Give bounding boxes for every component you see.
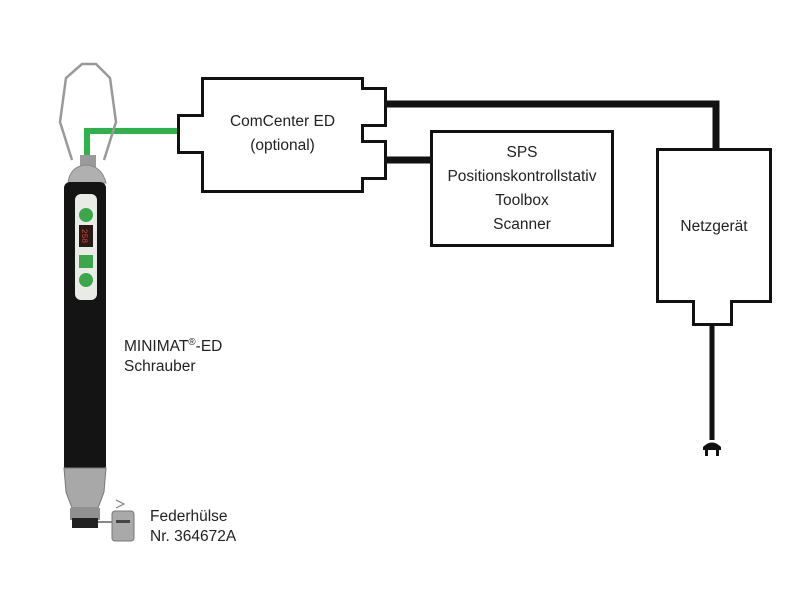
comcenter-box <box>201 77 364 193</box>
power-supply-label: Netzgerät <box>680 218 748 235</box>
comcenter-top-port <box>361 87 387 127</box>
tool-label: MINIMAT®-ED Schrauber <box>124 333 222 377</box>
power-cable <box>384 100 720 150</box>
button-middle <box>79 255 93 268</box>
hanger-loop <box>58 62 118 161</box>
plug-icon <box>703 442 721 456</box>
screwdriver-image: 258 <box>58 62 135 542</box>
svg-text:258: 258 <box>79 229 88 244</box>
collet-image <box>111 499 135 542</box>
sps-line-1: SPS <box>506 144 538 161</box>
comcenter-title: ComCenter ED <box>229 113 336 130</box>
collet-part-number: Nr. 364672A <box>150 528 237 545</box>
sps-line-2: Positionskontrollstativ <box>447 168 597 185</box>
comcenter-left-port <box>177 114 204 154</box>
tool-name: MINIMAT®-ED <box>124 337 223 356</box>
tool-type: Schrauber <box>124 358 196 376</box>
collet-label: Federhülse Nr. 364672A <box>150 507 236 547</box>
button-top <box>79 208 93 222</box>
power-supply-port <box>692 300 733 326</box>
sps-label: SPS Positionskontrollstativ Toolbox Scan… <box>430 141 614 237</box>
comcenter-label: ComCenter ED (optional) <box>201 110 364 158</box>
collet-name: Federhülse <box>150 508 228 525</box>
sps-line-4: Scanner <box>493 216 551 233</box>
sps-line-3: Toolbox <box>495 192 549 209</box>
tool-cable <box>84 128 180 158</box>
sps-box <box>430 130 614 247</box>
comcenter-bottom-port <box>361 140 387 180</box>
button-bottom <box>79 273 93 287</box>
digit-display <box>79 225 93 247</box>
comcenter-subtitle: (optional) <box>250 137 315 154</box>
